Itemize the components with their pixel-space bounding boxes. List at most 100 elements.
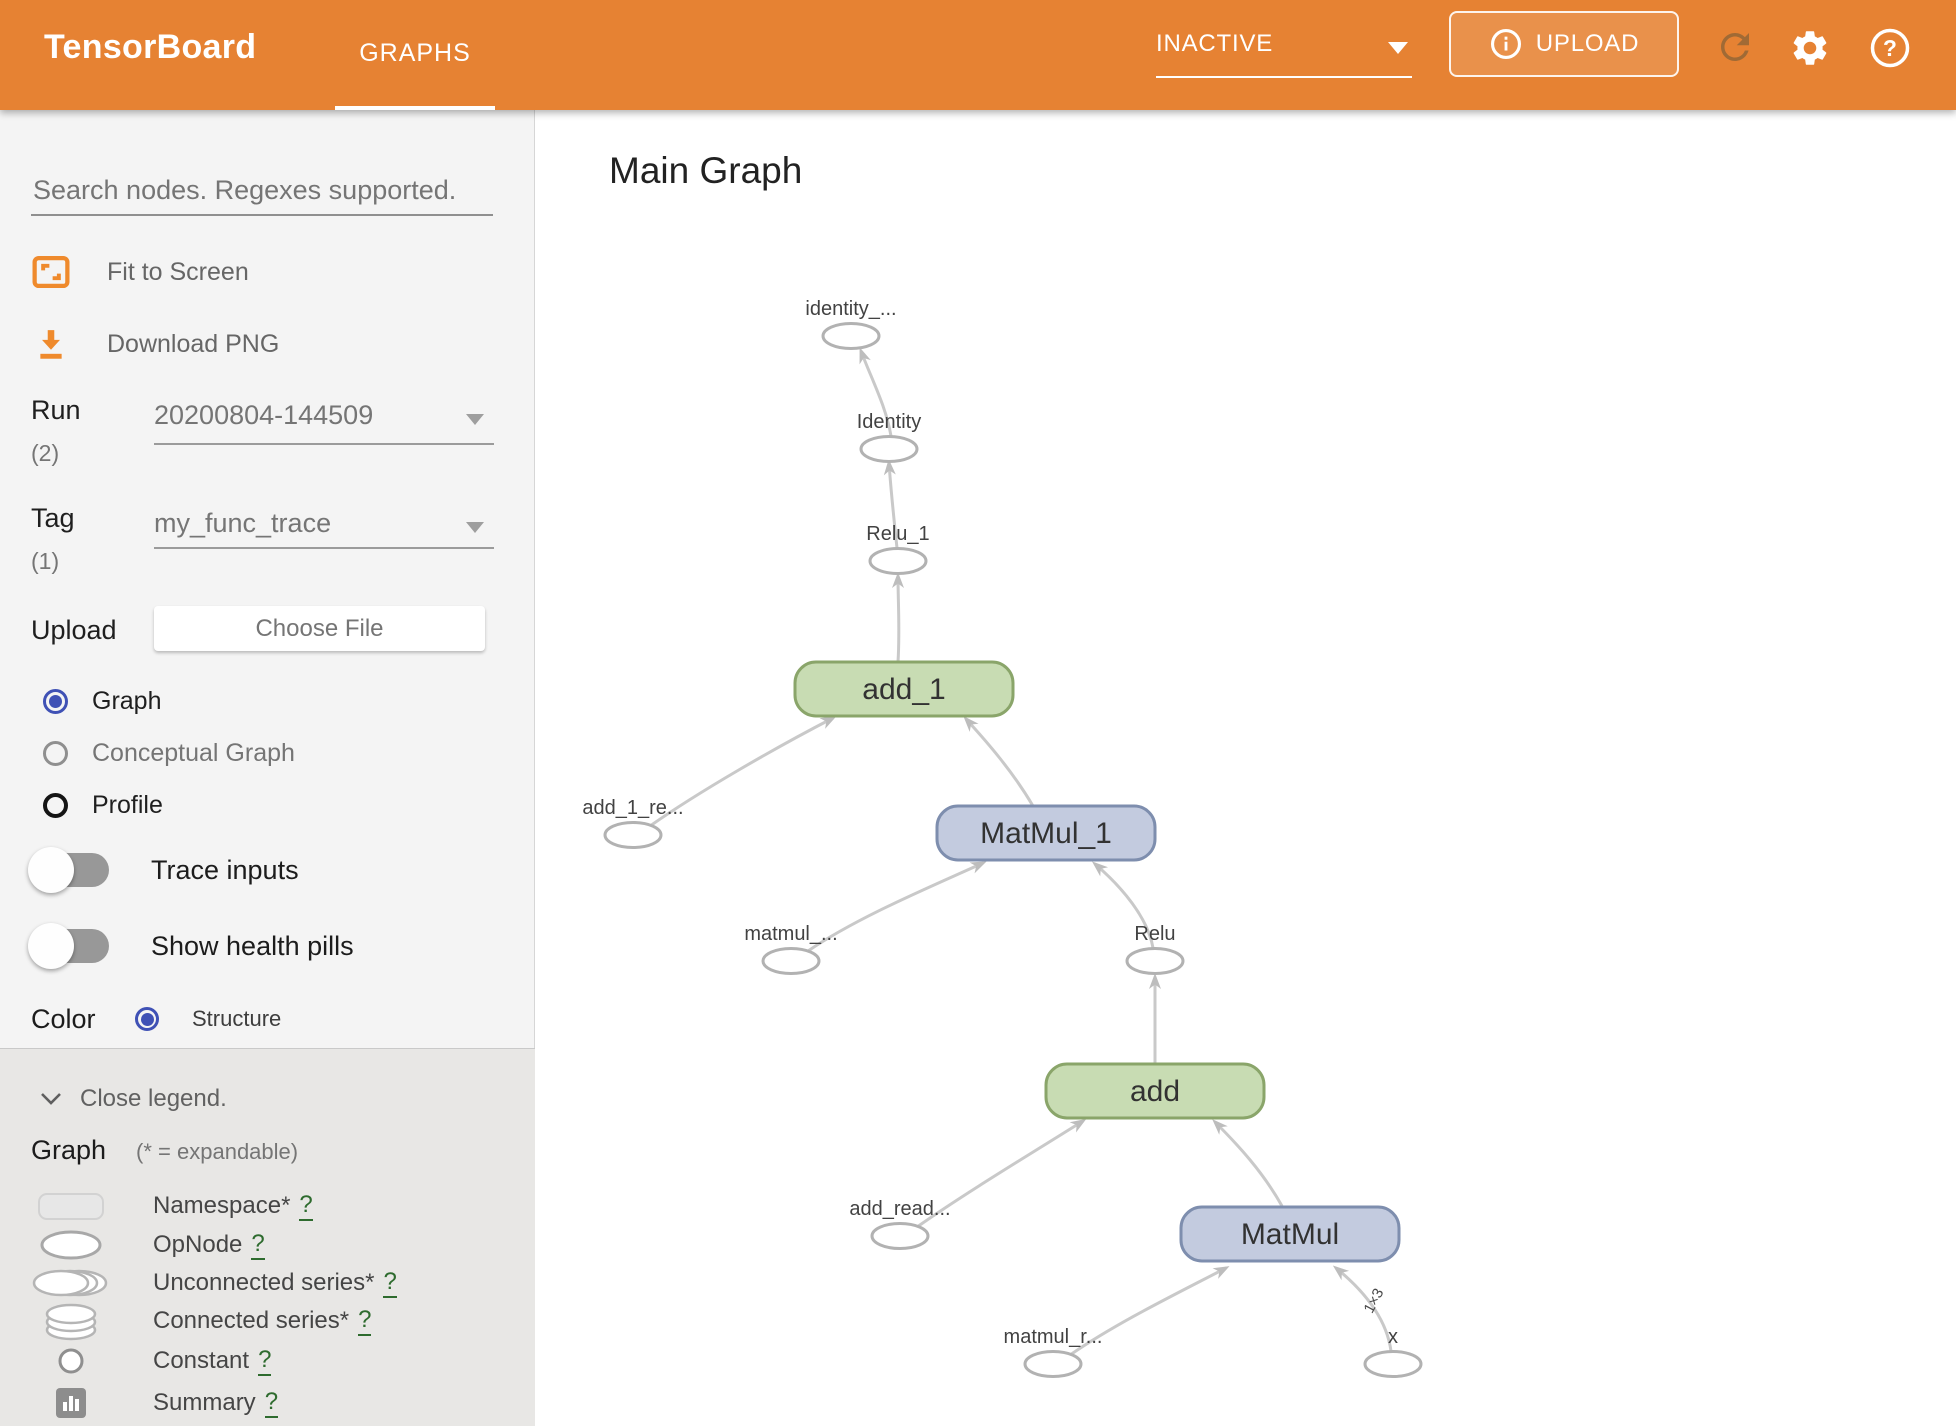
graph-node-add_1_read[interactable]: add_1_re... xyxy=(582,797,684,849)
graph-edge-add_1-to-Relu_1 xyxy=(892,572,905,663)
unconnected-series-icon xyxy=(32,1269,108,1297)
radio-graph-label: Graph xyxy=(92,686,162,715)
graph-node-Relu[interactable]: Relu xyxy=(1125,923,1185,975)
data-status-dropdown[interactable]: INACTIVE xyxy=(1156,0,1412,78)
radio-profile-label: Profile xyxy=(92,790,163,819)
fit-to-screen-icon xyxy=(32,255,70,289)
graph-nodes: identity_...IdentityRelu_1add_1_re...add… xyxy=(582,298,1423,1378)
run-value: 20200804-144509 xyxy=(154,400,374,430)
app-header: TensorBoard GRAPHS INACTIVE UPLOAD ? xyxy=(0,0,1956,110)
toggle-thumb xyxy=(28,847,74,893)
group-node-rect[interactable] xyxy=(935,804,1157,862)
opnode-label: Identity xyxy=(857,411,921,433)
opnode-ellipse[interactable] xyxy=(859,435,919,463)
run-label: Run xyxy=(31,395,81,425)
graph-edge-Identity-to-identity_out xyxy=(859,347,893,437)
legend-label: Unconnected series* xyxy=(153,1269,375,1296)
chevron-down-icon xyxy=(1388,42,1408,54)
help-link[interactable]: ? xyxy=(383,1268,397,1298)
graph-edge-MatMul-to-add xyxy=(1212,1119,1284,1207)
opnode-ellipse[interactable] xyxy=(868,547,928,575)
edge-shape-label: 1×3 xyxy=(1361,1286,1388,1316)
help-link[interactable]: ? xyxy=(264,1388,279,1418)
opnode-label: Relu_1 xyxy=(866,523,929,545)
chevron-down-icon xyxy=(466,522,484,533)
summary-icon xyxy=(56,1388,86,1418)
legend-label: OpNode xyxy=(153,1231,243,1258)
legend-label: Constant xyxy=(153,1347,250,1374)
group-node-rect[interactable] xyxy=(793,660,1015,718)
show-health-pills-label: Show health pills xyxy=(151,930,354,961)
connected-series-icon xyxy=(45,1303,97,1341)
legend-item-opnode: OpNode ? xyxy=(0,1228,535,1262)
group-node-rect[interactable] xyxy=(1179,1205,1401,1263)
legend-label: Summary xyxy=(153,1389,256,1416)
legend-heading-row: Graph (* = expandable) xyxy=(31,1135,491,1171)
close-legend-label: Close legend. xyxy=(80,1085,227,1112)
opnode-ellipse[interactable] xyxy=(603,821,663,849)
graph-node-matmul_read2[interactable]: matmul_r... xyxy=(1004,1326,1103,1378)
app-logo: TensorBoard xyxy=(44,28,257,66)
toggle-track xyxy=(28,847,109,893)
help-icon[interactable]: ? xyxy=(1869,27,1911,69)
search-underline xyxy=(31,214,493,216)
download-png-button[interactable]: Download PNG xyxy=(31,322,451,366)
tag-count: (1) xyxy=(31,548,60,574)
sidebar: Fit to Screen Download PNG Run (2) 20200… xyxy=(0,110,535,1426)
graph-edge-Relu_1-to-Identity xyxy=(883,459,899,549)
search-input[interactable] xyxy=(31,166,475,214)
group-node-rect[interactable] xyxy=(1044,1062,1266,1120)
choose-file-button[interactable]: Choose File xyxy=(154,606,485,651)
graph-node-add_read[interactable]: add_read... xyxy=(849,1198,951,1250)
group-node-label: add_1 xyxy=(862,673,945,706)
graph-node-MatMul_1[interactable]: MatMul_1 xyxy=(935,804,1157,862)
upload-button[interactable]: UPLOAD xyxy=(1449,11,1679,77)
group-node-label: add xyxy=(1130,1075,1180,1108)
help-link[interactable]: ? xyxy=(299,1191,313,1221)
radio-conceptual-graph-label: Conceptual Graph xyxy=(92,738,295,767)
help-link[interactable]: ? xyxy=(258,1346,272,1376)
fit-to-screen-label: Fit to Screen xyxy=(107,257,249,286)
opnode-ellipse[interactable] xyxy=(870,1222,930,1250)
opnode-ellipse[interactable] xyxy=(1023,1350,1083,1378)
tab-graphs[interactable]: GRAPHS xyxy=(359,38,471,67)
upload-button-label: UPLOAD xyxy=(1535,30,1640,57)
graph-node-matmul_read[interactable]: matmul_... xyxy=(744,923,838,975)
graph-node-Relu_1[interactable]: Relu_1 xyxy=(866,523,930,575)
refresh-icon[interactable] xyxy=(1714,26,1756,68)
graph-node-x[interactable]: x xyxy=(1363,1326,1423,1378)
graph-node-add[interactable]: add xyxy=(1044,1062,1266,1120)
legend-item-constant: Constant ? xyxy=(0,1344,535,1378)
trace-inputs-label: Trace inputs xyxy=(151,854,299,885)
radio-graph[interactable]: Graph xyxy=(43,684,443,718)
opnode-ellipse[interactable] xyxy=(761,947,821,975)
opnode-ellipse[interactable] xyxy=(1125,947,1185,975)
radio-structure[interactable] xyxy=(135,1007,159,1031)
show-health-pills-toggle[interactable]: Show health pills xyxy=(28,922,481,970)
close-legend-button[interactable]: Close legend. xyxy=(40,1082,340,1116)
fit-to-screen-button[interactable]: Fit to Screen xyxy=(31,250,451,294)
opnode-ellipse[interactable] xyxy=(821,322,881,350)
opnode-label: matmul_r... xyxy=(1004,1326,1103,1348)
tab-active-indicator xyxy=(335,106,495,110)
opnode-label: Relu xyxy=(1134,923,1175,945)
help-link[interactable]: ? xyxy=(251,1230,265,1260)
opnode-ellipse[interactable] xyxy=(1363,1350,1423,1378)
main-graph-title: Main Graph xyxy=(609,150,803,191)
graph-node-identity_out[interactable]: identity_... xyxy=(805,298,897,350)
download-png-label: Download PNG xyxy=(107,329,280,358)
graph-node-MatMul[interactable]: MatMul xyxy=(1179,1205,1401,1263)
radio-unselected-icon xyxy=(43,792,68,818)
graph-node-add_1[interactable]: add_1 xyxy=(793,660,1015,718)
radio-profile[interactable]: Profile xyxy=(43,788,443,822)
help-link[interactable]: ? xyxy=(358,1306,372,1336)
radio-unselected-icon xyxy=(43,740,68,766)
radio-conceptual-graph[interactable]: Conceptual Graph xyxy=(43,736,443,770)
graph-node-Identity[interactable]: Identity xyxy=(857,411,921,463)
trace-inputs-toggle[interactable]: Trace inputs xyxy=(28,846,481,894)
graph-edge-matmul_read-to-MatMul_1 xyxy=(807,861,987,953)
gear-icon[interactable] xyxy=(1789,27,1831,69)
graph-edge-add_1_read-to-add_1 xyxy=(649,716,837,828)
